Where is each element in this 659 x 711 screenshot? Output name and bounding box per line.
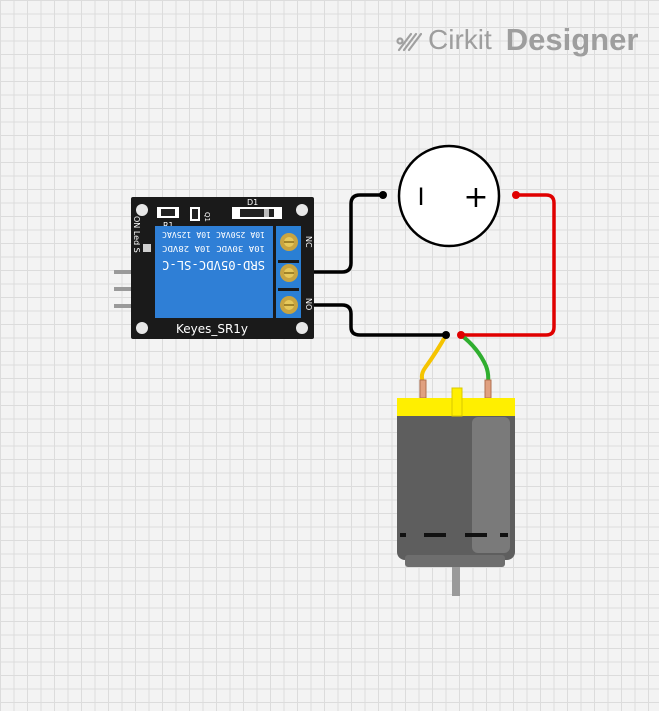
- wire-junction[interactable]: [457, 331, 465, 339]
- wire-junction[interactable]: [379, 191, 387, 199]
- terminal-nc[interactable]: [280, 233, 298, 251]
- led-side-label: ON Led S: [132, 216, 141, 253]
- motor-terminal[interactable]: [484, 379, 492, 399]
- q1-label: Q1: [203, 212, 211, 222]
- relay-module-name: Keyes_SR1y: [176, 322, 248, 336]
- brand-product: Designer: [505, 22, 639, 57]
- dc-power-source[interactable]: I +: [397, 144, 501, 248]
- wire-black-relay-no-to-motor[interactable]: [285, 303, 448, 337]
- relay-print: SRD-05VDC-SL-C 10A 30VDC 10A 28VDC 10A 2…: [162, 230, 265, 272]
- led-indicator: [143, 244, 151, 252]
- cirkit-logo-icon: [396, 32, 422, 52]
- terminal-no[interactable]: [280, 296, 298, 314]
- battery-minus-label: I: [417, 183, 424, 211]
- relay-body: [155, 226, 273, 318]
- terminal-com[interactable]: [280, 264, 298, 282]
- relay-rating-text-1: 10A 30VDC 10A 28VDC: [162, 244, 265, 253]
- wire-red-battery-plus-to-motor[interactable]: [459, 193, 556, 337]
- mounting-hole: [136, 204, 148, 216]
- r1-label: R1: [163, 221, 174, 230]
- d1-label: D1: [247, 198, 258, 207]
- brand-logo: Cirkit Designer: [396, 22, 638, 58]
- brand-name: Cirkit: [428, 24, 492, 55]
- dc-motor[interactable]: [397, 379, 515, 596]
- mounting-hole: [136, 322, 148, 334]
- wire-black-relay-com-to-battery-minus[interactable]: [285, 193, 385, 274]
- terminal-label-nc: NC: [304, 236, 313, 248]
- mounting-hole: [296, 204, 308, 216]
- relay-rating-text-2: 10A 250VAC 10A 125VAC: [162, 230, 265, 239]
- terminal-label-no: NO: [304, 298, 313, 310]
- relay-model-text: SRD-05VDC-SL-C: [162, 258, 265, 272]
- wire-green-motor-lead[interactable]: [459, 333, 491, 384]
- battery-plus-label: +: [463, 180, 488, 215]
- wire-yellow-motor-lead[interactable]: [419, 333, 448, 384]
- wire-junction[interactable]: [442, 331, 450, 339]
- relay-module[interactable]: R1 Q1 D1 ON Led S SRD-05VDC-SL-C 10A 30V…: [114, 197, 314, 339]
- motor-shaft: [452, 566, 460, 596]
- wires: [285, 193, 556, 384]
- motor-terminal[interactable]: [419, 379, 427, 399]
- mounting-hole: [296, 322, 308, 334]
- wire-junction[interactable]: [512, 191, 520, 199]
